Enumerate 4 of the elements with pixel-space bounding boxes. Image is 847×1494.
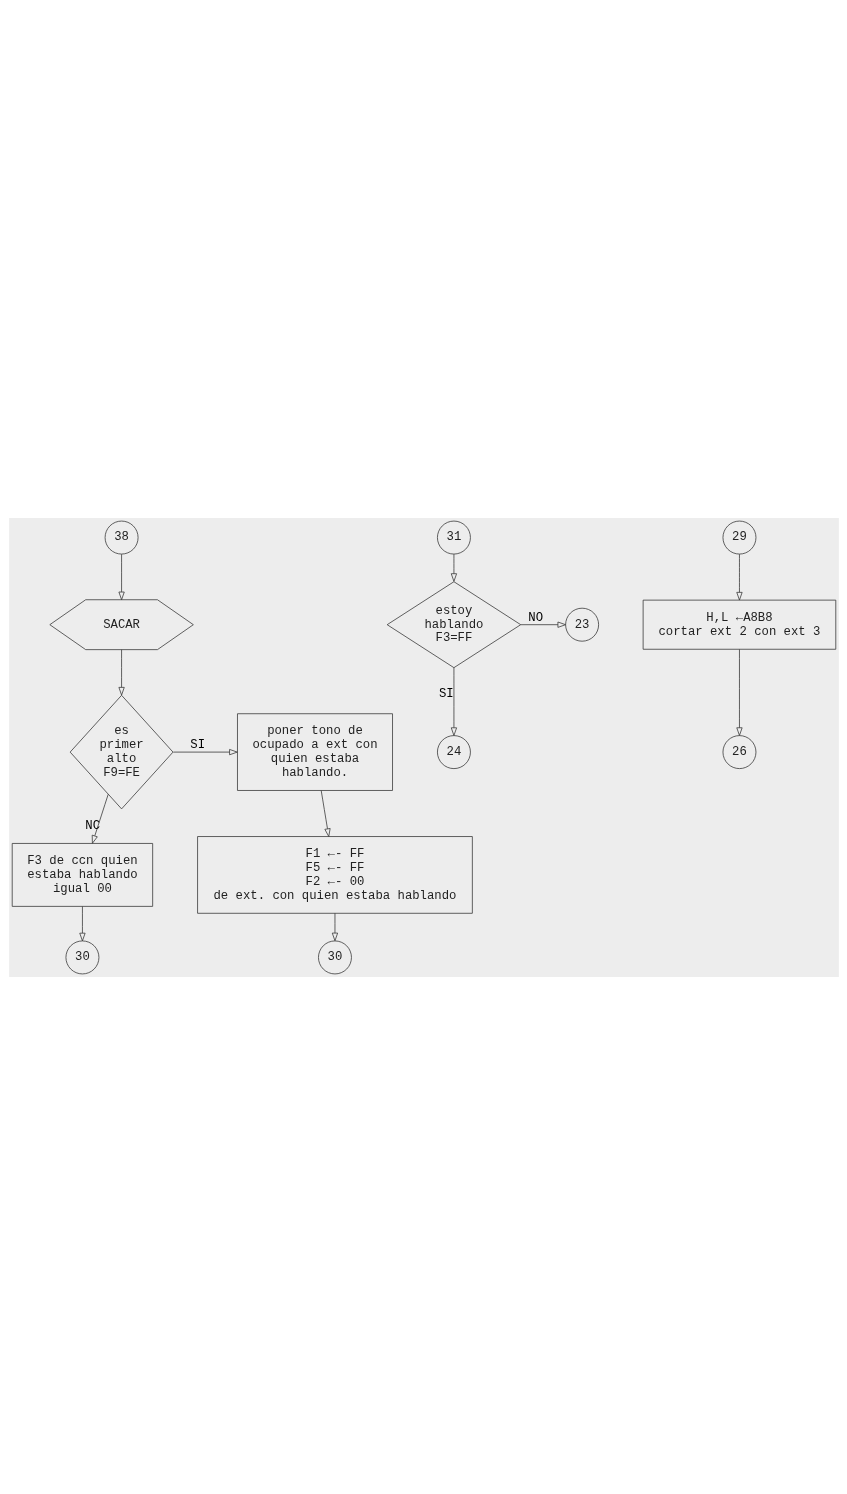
edge-label: NC [84,818,100,833]
edge-label: SI [438,686,454,701]
edge-label: SI [189,737,205,752]
edge-label: NO [527,610,543,625]
